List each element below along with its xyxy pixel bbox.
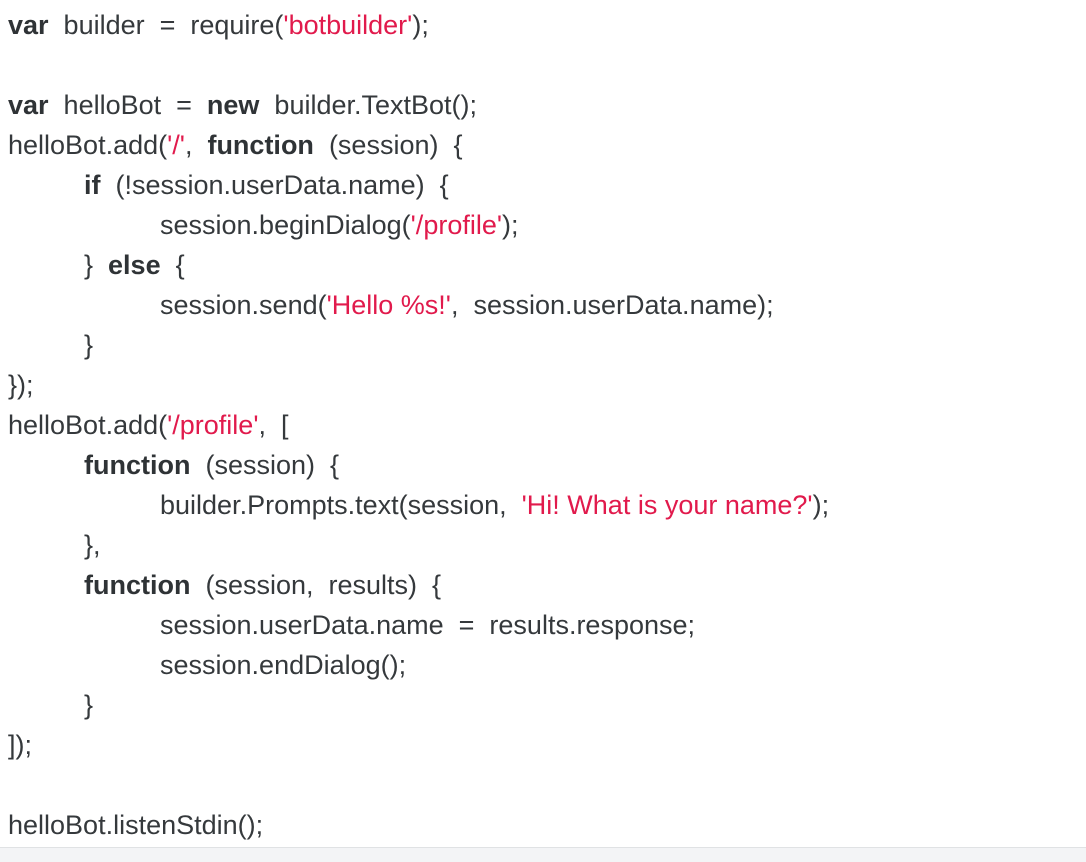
code-text: ); — [812, 490, 830, 520]
code-text: (session, results) { — [190, 570, 442, 600]
code-string: 'Hello %s!' — [326, 290, 451, 320]
code-line: } — [8, 325, 1086, 365]
code-text: session.endDialog(); — [160, 650, 407, 680]
code-line: builder.Prompts.text(session, 'Hi! What … — [8, 485, 1086, 525]
code-keyword: var — [8, 10, 49, 40]
footer-section-divider — [0, 847, 1086, 862]
code-line: var helloBot = new builder.TextBot(); — [8, 85, 1086, 125]
code-text: (!session.userData.name) { — [100, 170, 449, 200]
code-text: } — [84, 690, 94, 720]
code-text: }, — [84, 530, 101, 560]
code-text: helloBot = — [48, 90, 207, 120]
code-text: helloBot.listenStdin(); — [8, 810, 264, 840]
code-text: (session) { — [190, 450, 340, 480]
code-line: helloBot.add('/', function (session) { — [8, 125, 1086, 165]
code-text: , — [184, 130, 208, 160]
code-line: helloBot.add('/profile', [ — [8, 405, 1086, 445]
code-string: '/' — [167, 130, 185, 160]
code-text: helloBot.add( — [8, 130, 168, 160]
code-keyword: if — [84, 170, 101, 200]
code-text: } — [84, 330, 94, 360]
code-text: (session) { — [313, 130, 463, 160]
code-text: , session.userData.name); — [450, 290, 774, 320]
code-keyword: var — [8, 90, 49, 120]
code-line: if (!session.userData.name) { — [8, 165, 1086, 205]
code-text: } — [84, 250, 109, 280]
code-line: session.send('Hello %s!', session.userDa… — [8, 285, 1086, 325]
code-line: }, — [8, 525, 1086, 565]
code-keyword: new — [206, 90, 260, 120]
code-line: function (session, results) { — [8, 565, 1086, 605]
code-string: '/profile' — [167, 410, 259, 440]
code-text: ); — [412, 10, 429, 40]
code-line: }); — [8, 365, 1086, 405]
code-line: var builder = require('botbuilder'); — [8, 5, 1086, 45]
code-string: 'botbuilder' — [283, 10, 413, 40]
code-text: { — [160, 250, 185, 280]
code-line — [8, 45, 1086, 85]
code-text: session.userData.name = results.response… — [160, 610, 696, 640]
code-text: helloBot.add( — [8, 410, 168, 440]
code-keyword: else — [108, 250, 161, 280]
code-line: function (session) { — [8, 445, 1086, 485]
code-text: builder.TextBot(); — [259, 90, 478, 120]
code-text: ]); — [8, 730, 32, 760]
code-text: ); — [502, 210, 519, 240]
code-string: '/profile' — [410, 210, 503, 240]
code-text: builder = require( — [48, 10, 284, 40]
code-keyword: function — [207, 130, 314, 160]
code-text: , [ — [258, 410, 289, 440]
code-text: builder.Prompts.text(session, — [160, 490, 522, 520]
code-line — [8, 765, 1086, 805]
code-keyword: function — [84, 450, 191, 480]
code-line: helloBot.listenStdin(); — [8, 805, 1086, 845]
code-line: } — [8, 685, 1086, 725]
code-text: session.send( — [160, 290, 327, 320]
code-text: session.beginDialog( — [160, 210, 411, 240]
code-line: session.beginDialog('/profile'); — [8, 205, 1086, 245]
code-text: }); — [8, 370, 34, 400]
code-string: 'Hi! What is your name?' — [521, 490, 813, 520]
code-line: session.userData.name = results.response… — [8, 605, 1086, 645]
code-keyword: function — [84, 570, 191, 600]
code-line: } else { — [8, 245, 1086, 285]
code-line: ]); — [8, 725, 1086, 765]
code-line: session.endDialog(); — [8, 645, 1086, 685]
